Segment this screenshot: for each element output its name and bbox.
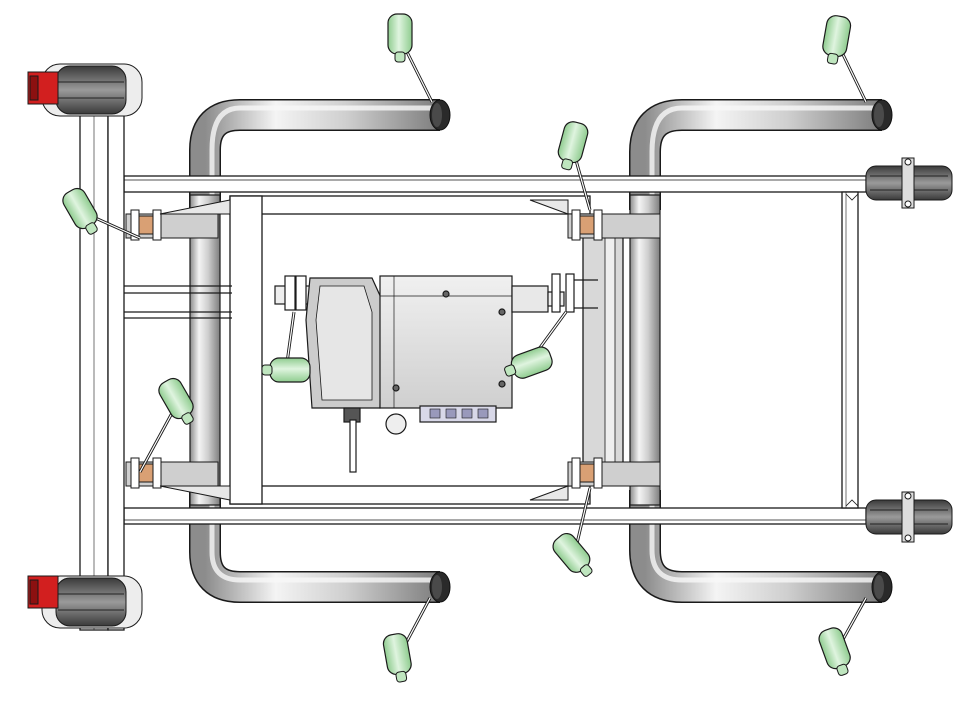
clamp-top-left	[125, 199, 231, 241]
sensor	[261, 311, 311, 383]
sensor	[62, 187, 141, 240]
frame-crossbar-left	[229, 195, 263, 505]
motor-body	[379, 275, 513, 409]
caster-wheel-bottom-left	[27, 575, 143, 629]
caster-wheel-top-left	[27, 63, 143, 117]
sensor-group	[62, 13, 868, 683]
sensor	[818, 597, 868, 676]
sensor	[557, 121, 592, 211]
frame-rail-right	[841, 191, 859, 509]
clamp-top-right	[529, 199, 661, 241]
clamp-bottom-right	[529, 457, 661, 501]
tube-end-caps	[429, 99, 893, 603]
sensor	[382, 597, 432, 683]
handle-tubes	[189, 99, 882, 603]
wheel-top-right	[865, 157, 953, 209]
sensor	[552, 487, 593, 577]
sensor	[504, 311, 568, 379]
main-frame	[79, 89, 867, 631]
clamp-brackets	[125, 199, 661, 501]
sensor	[138, 377, 194, 473]
motor-actuator	[274, 273, 598, 473]
frame-rail-bottom	[123, 507, 867, 525]
clamp-bottom-left	[125, 457, 231, 501]
frame-rail-top	[123, 175, 867, 193]
side-plate	[582, 229, 624, 469]
sensor	[387, 13, 434, 103]
vertical-tubes	[189, 194, 661, 506]
wheel-bottom-right	[865, 491, 953, 543]
sensor	[822, 15, 868, 103]
